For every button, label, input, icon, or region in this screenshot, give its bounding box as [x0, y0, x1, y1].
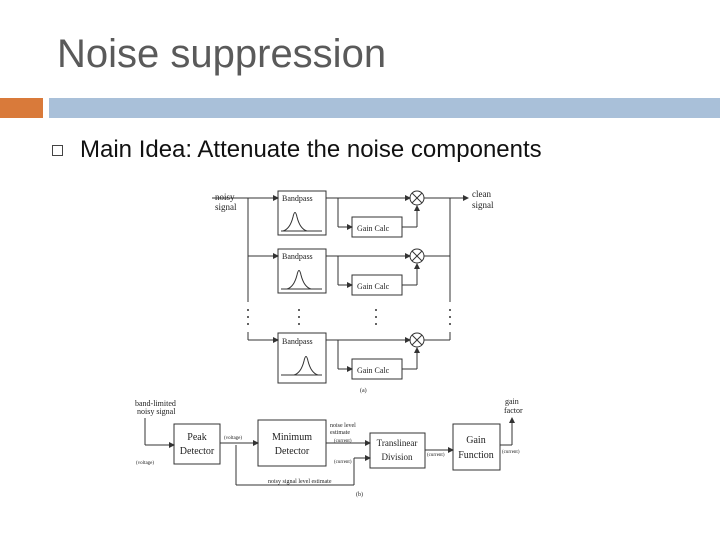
noise-estimate-line2: estimate: [330, 430, 350, 436]
peak-detector-box: [173, 423, 221, 465]
bandpass-curve-3: [293, 356, 319, 376]
b-current-label-4: (current): [502, 450, 520, 455]
gain-function-line2: Function: [458, 450, 494, 461]
gain-calc-label-2: Gain Calc: [357, 282, 390, 291]
b-input-label-line1: band-limited: [135, 399, 176, 408]
translinear-line2: Division: [381, 452, 413, 462]
bandpass-label-3: Bandpass: [282, 337, 313, 346]
bandpass-box-2: [277, 248, 327, 294]
square-bullet-icon: [52, 145, 63, 156]
bandpass-curve-2: [286, 270, 312, 290]
b-current-label-2: (current): [334, 460, 352, 465]
bandpass-box-3: [277, 332, 327, 384]
input-label-line1: noisy: [215, 192, 235, 202]
bandpass-label-2: Bandpass: [282, 252, 313, 261]
output-label-line1: clean: [472, 189, 491, 199]
ellipsis-dots: [247, 309, 451, 325]
gain-function-line1: Gain: [466, 435, 485, 446]
gain-calc-label-1: Gain Calc: [357, 224, 390, 233]
bandpass-box-1: [277, 190, 327, 236]
b-voltage-label-2: (voltage): [224, 436, 242, 441]
b-current-label-3: (current): [427, 453, 445, 458]
bullet-text: Main Idea: Attenuate the noise component…: [80, 136, 542, 163]
minimum-detector-line1: Minimum: [272, 432, 312, 443]
diagram-a: noisy signal clean signal Bandpass Gain …: [212, 189, 494, 394]
gain-factor-line2: factor: [504, 406, 523, 415]
signal-level-estimate: noisy signal level estimate: [268, 479, 332, 485]
bandpass-label-1: Bandpass: [282, 194, 313, 203]
translinear-line1: Translinear: [377, 438, 418, 448]
noise-estimate-line1: noise level: [330, 423, 356, 429]
b-voltage-label-1: (voltage): [136, 461, 154, 466]
input-label-line2: signal: [215, 202, 237, 212]
diagram-b: band-limited noisy signal Peak Detector …: [135, 397, 523, 498]
peak-detector-line2: Detector: [180, 446, 215, 457]
peak-detector-line1: Peak: [187, 432, 206, 443]
bandpass-curve-1: [282, 212, 308, 232]
slide-title: Noise suppression: [57, 32, 387, 76]
output-label-line2: signal: [472, 200, 494, 210]
accent-bar-orange: [0, 98, 43, 118]
b-input-label-line2: noisy signal: [137, 407, 176, 416]
gain-factor-line1: gain: [505, 397, 519, 406]
b-current-label-1: (current): [334, 439, 352, 444]
caption-b: (b): [356, 491, 363, 498]
gain-function-box: [452, 423, 501, 471]
minimum-detector-line2: Detector: [275, 446, 310, 457]
gain-calc-label-3: Gain Calc: [357, 366, 390, 375]
minimum-detector-box: [257, 419, 327, 467]
accent-bar-blue: [49, 98, 720, 118]
caption-a: (a): [360, 387, 367, 394]
